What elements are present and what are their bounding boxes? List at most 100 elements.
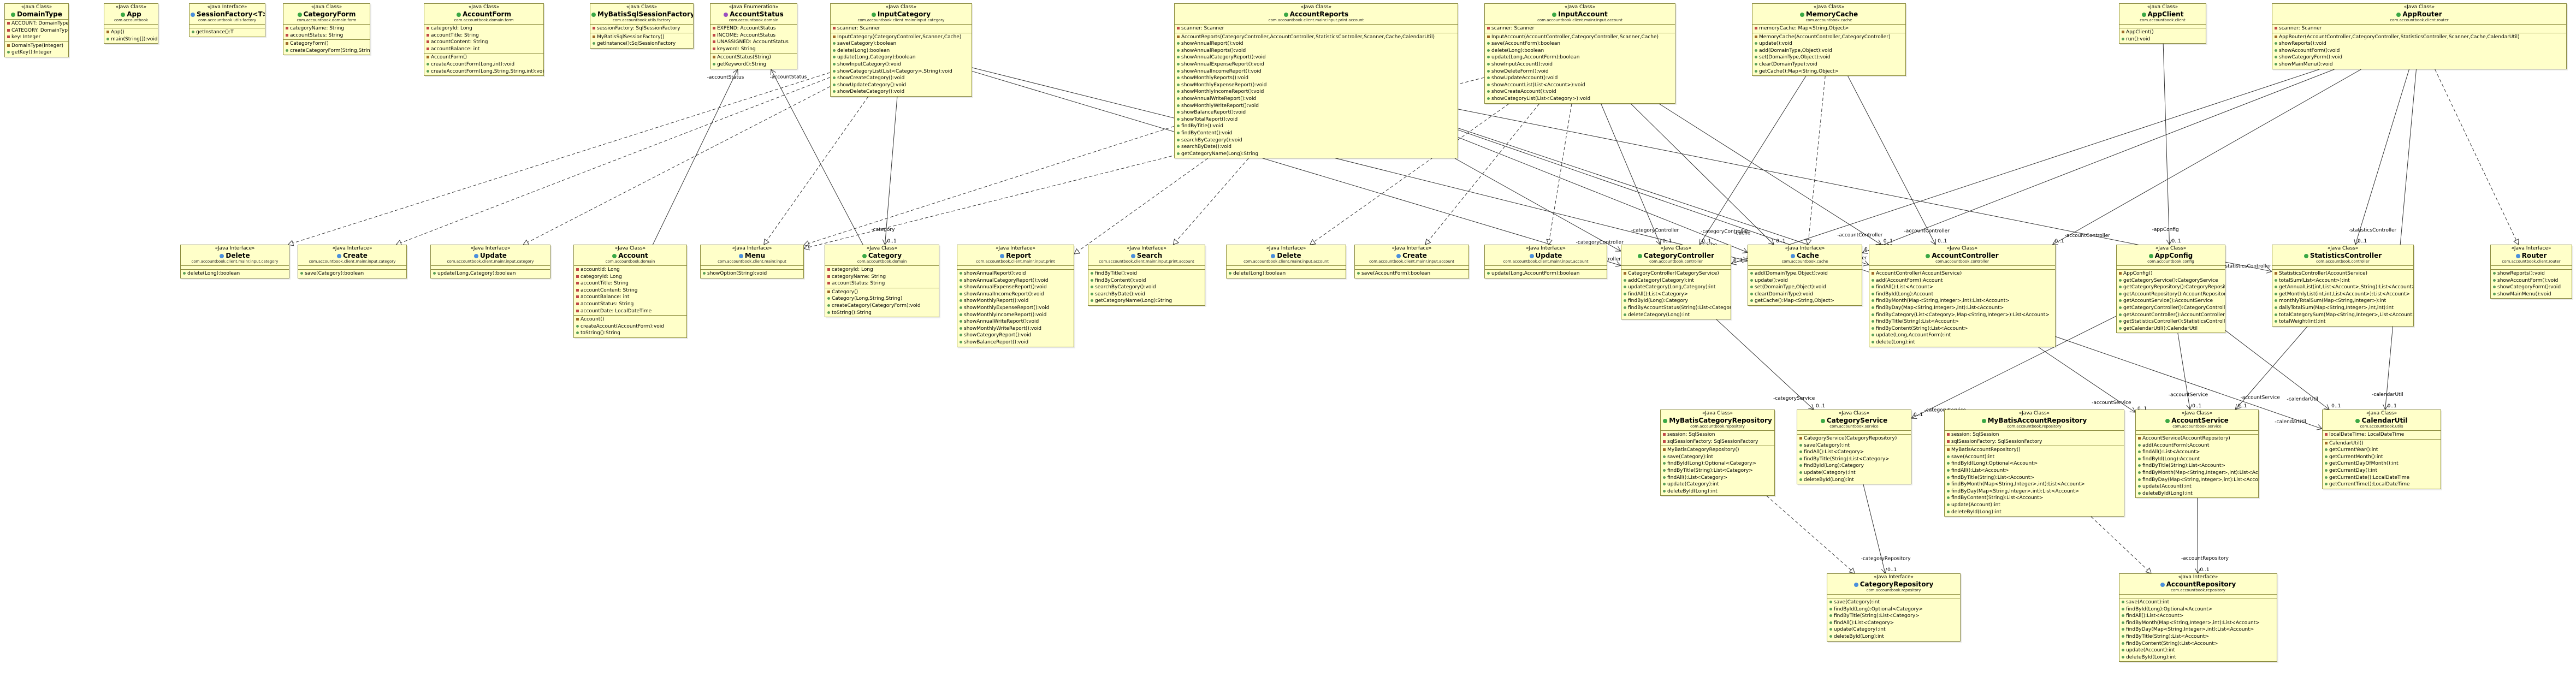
attribute-compartment — [1748, 266, 1862, 270]
attribute-compartment — [701, 266, 803, 270]
attribute-row: scanner: Scanner — [2272, 25, 2566, 32]
operation-row: findByMonth(Map<String,Integer>,int):Lis… — [1869, 298, 2055, 305]
arrowhead — [1862, 248, 1868, 254]
class-stereotype: «Java Class» — [311, 4, 342, 10]
class-package: com.accountbook.repository — [2171, 588, 2225, 592]
operation-row: AccountController(AccountService) — [1869, 270, 2055, 277]
operation-compartment: save(Category):boolean — [298, 270, 406, 278]
attribute-row: UNASSIGNED: AccountStatus — [710, 39, 797, 46]
relationship-edge — [803, 126, 1175, 247]
role-label: -appConfig — [2152, 227, 2179, 233]
operation-row: showReports():void — [2491, 270, 2572, 277]
operation-compartment: update(Long,AccountForm):boolean — [1485, 270, 1607, 278]
class-icon — [11, 12, 16, 17]
class-name-text: Delete — [226, 252, 250, 259]
operation-row: clear(DomainType):void — [1748, 291, 1862, 298]
realization-line — [803, 126, 1175, 246]
arrowhead — [1546, 239, 1553, 246]
operation-compartment: CategoryService(CategoryRepository)save(… — [1797, 435, 1911, 484]
class-name-text: Update — [480, 252, 507, 259]
relationship-edge — [763, 96, 869, 245]
multiplicity-label: 0..1 — [1887, 567, 1897, 573]
class-name: DomainType — [6, 10, 67, 18]
operation-row: getCurrentDayOfMonth():int — [2323, 460, 2441, 467]
class-icon — [2355, 418, 2360, 423]
attribute-row: categoryName: String — [283, 25, 370, 32]
arrowhead — [1875, 239, 1882, 245]
class-stereotype: «Java Class» — [1702, 411, 1733, 416]
operation-row: getKeyword():String — [710, 61, 797, 68]
interface-icon — [191, 12, 195, 17]
operation-row: toString():String — [574, 330, 686, 337]
operation-row: updateCategory(Long,Category):int — [1621, 284, 1731, 291]
class-box-sessionfactoryt[interactable]: «Java Interface»SessionFactory<T>com.acc… — [189, 3, 265, 37]
operation-row: showAnnualCategoryReport():void — [957, 277, 1074, 284]
operation-row: findAll():List<Account> — [2136, 449, 2258, 456]
class-name-text: InputAccount — [1558, 10, 1608, 18]
operation-row: findByTitle():void — [1088, 270, 1205, 277]
class-name-text: Search — [1136, 252, 1163, 259]
class-stereotype: «Java Class» — [2155, 246, 2187, 251]
class-stereotype: «Java Class» — [1946, 246, 1978, 251]
attribute-row: ACCOUNT: DomainType — [5, 20, 68, 27]
class-name: Account — [575, 252, 685, 259]
operation-row: getCategoryService():CategoryService — [2117, 277, 2225, 284]
class-icon — [1637, 253, 1642, 258]
attribute-row: accountTitle: String — [574, 280, 686, 287]
operation-row: update(Account):int — [2136, 483, 2258, 490]
operation-row: InputAccount(AccountController,CategoryC… — [1485, 34, 1675, 41]
arrowhead — [1863, 260, 1869, 266]
operation-row: DomainType(Integer) — [5, 43, 68, 50]
realization-line — [1172, 158, 1249, 245]
association-line — [2038, 347, 2136, 413]
operation-row: showOption(String):void — [701, 270, 803, 277]
class-name-text: CalendarUtil — [2361, 417, 2408, 424]
association-line — [1454, 158, 1621, 252]
attribute-row: accountDate: LocalDateTime — [574, 308, 686, 315]
class-stereotype: «Java Class» — [1813, 4, 1845, 10]
operation-row: showReports():void — [2272, 40, 2566, 48]
operation-row: CategoryForm() — [283, 40, 370, 48]
class-name: AppConfig — [2118, 252, 2224, 259]
